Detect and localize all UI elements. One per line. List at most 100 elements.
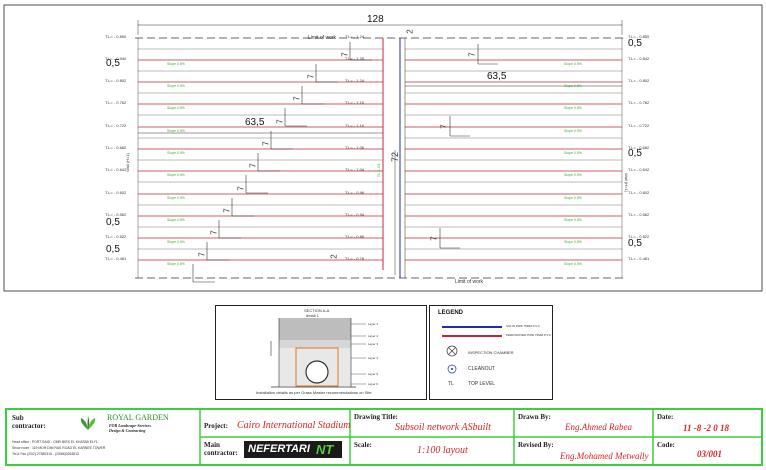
pipe-length-left: 7 (292, 96, 302, 101)
drawing-title-label: Drawing Title: (354, 413, 398, 421)
slope-label-left: Slope 0.5% (167, 196, 185, 200)
section-drawing (270, 318, 366, 388)
level-left: T.L= - 0.762 (105, 100, 127, 105)
level-right: T.L= - 0.602 (628, 190, 650, 195)
half-value-left: 0,5 (106, 217, 120, 228)
slope-label-right: Slope 0.5% (564, 262, 582, 266)
legend-line-perforated (442, 335, 502, 337)
level-left: T.L= - 0.802 (105, 78, 127, 83)
nefertari-logo-mark: NT (316, 442, 334, 457)
level-center: T.L= - 0.96 (345, 190, 365, 195)
level-right: T.L= - 0.850 (628, 34, 650, 39)
title-block-grid (199, 410, 761, 464)
level-left: T.L= - 0.642 (105, 167, 127, 172)
slope-label-right: Slope 0.5% (564, 173, 582, 177)
level-right: T.L= - 0.842 (628, 56, 650, 61)
level-right: T.L= - 0.481 (628, 256, 650, 261)
level-left: T.L= - 0.850 (105, 34, 127, 39)
address-line-1: Head office : PORT SAID - OMR BIRS EL KH… (12, 440, 98, 444)
title-block: Sub contractor: ROYAL GARDEN FOR Landsca… (5, 408, 763, 466)
level-left: T.L= - 0.722 (105, 123, 127, 128)
project-value: Cairo International Stadium (237, 420, 351, 431)
cleanout-icon (447, 364, 457, 374)
legend-perf-text: PERFORATED PIPE 75MM P.V.C (506, 333, 552, 337)
half-value-right: 0,5 (628, 238, 642, 249)
level-right: T.L= - 0.522 (628, 234, 650, 239)
plan-drawing (3, 4, 763, 292)
pipe-length-left: 7 (340, 52, 350, 57)
level-center: T.L= - 0.86 (345, 234, 365, 239)
pipe-length-right: 7 (429, 236, 439, 241)
level-left: T.L= - 0.682 (105, 145, 127, 150)
sub-contractor-label: Sub contractor: (12, 414, 46, 430)
scale-value: 1:100 layout (417, 445, 468, 456)
legend-line-solid (442, 326, 502, 328)
level-left: T.L= - 0.562 (105, 212, 127, 217)
half-value-right: 0,5 (628, 38, 642, 49)
pipe-length-left: 7 (236, 186, 246, 191)
layer-label: Layer 6 (368, 382, 379, 386)
pipe-length-left: 7 (222, 208, 232, 213)
pipe-length-left: 7 (209, 230, 219, 235)
slope-label-right: Slope 0.5% (564, 240, 582, 244)
pipe-length-left: 7 (306, 74, 316, 79)
legend-cleanout-text: CLEANOUT (468, 366, 496, 372)
half-value-left: 0,5 (106, 244, 120, 255)
address-line-3: Tel & Fax (2/02) 27580316 - (2/066)32638… (12, 452, 79, 456)
limit-of-work-top: Limit of work (308, 35, 337, 41)
level-center: T.L= - 1.16 (345, 100, 365, 105)
slope-label-left: Slope 0.5% (167, 262, 185, 266)
drawn-by-label: Drawn By: (518, 413, 551, 421)
half-value-left: 0,5 (106, 58, 120, 69)
level-right: T.L= - 0.762 (628, 100, 650, 105)
slope-label-left: Slope 0.5% (167, 62, 185, 66)
level-right: T.L= - 0.682 (628, 145, 650, 150)
center-top-small: 2 (405, 29, 415, 34)
total-width-dim: 128 (367, 14, 384, 25)
slope-label-right: Slope 0.5% (564, 129, 582, 133)
slope-label-right: Slope 0.5% (564, 106, 582, 110)
center-vert-text: TL 1.24 (376, 163, 382, 178)
pipe-length-right: 7 (467, 52, 477, 57)
section-sub: detail 1 (306, 313, 319, 318)
legend-tl-text: TOP LEVEL (468, 381, 496, 387)
layer-label: Layer 3 (368, 342, 379, 346)
slope-label-right: Slope 0.5% (564, 62, 582, 66)
project-label: Project: (204, 422, 228, 430)
date-label: Date: (657, 413, 674, 421)
company-name: ROYAL GARDEN (107, 413, 169, 422)
scale-label: Scale: (354, 441, 372, 449)
level-center: T.L= - 0.94 (345, 212, 365, 217)
revised-by-label: Revised By: (518, 441, 554, 449)
section-detail: SECTION A-A detail 1 Installation detail… (215, 305, 427, 400)
slope-label-left: Slope 0.5% (167, 218, 185, 222)
slope-label-left: Slope 0.5% (167, 106, 185, 110)
legend-inspection-text: INSPECTION CHAMBER (468, 350, 514, 355)
level-left: T.L= - 0.522 (105, 234, 127, 239)
level-center: T.L= - 1.28 (345, 56, 365, 61)
legend: LEGEND SOLID PIPE 75MM P.V.C PERFORATED … (429, 305, 553, 400)
center-pipe-72: 72 (390, 151, 401, 163)
company-sub2: Design & Contracting (109, 428, 146, 433)
code-value: 03/001 (697, 449, 723, 459)
level-center: T.L= - 1.16 (345, 123, 365, 128)
slope-label-right: Slope 0.5% (564, 196, 582, 200)
pipe-length-left: 7 (248, 163, 258, 168)
limit-of-work-bottom: Limit of work (455, 279, 484, 285)
half-value-right: 0,5 (628, 148, 642, 159)
section-caption: Installation details as per Grass Master… (256, 390, 372, 395)
layer-label: Layer 4 (368, 356, 379, 360)
level-right: T.L= - 0.802 (628, 78, 650, 83)
company-sub1: FOR Landscape-Services (109, 423, 151, 428)
pipe-length-left: 7 (197, 252, 207, 257)
layer-label: Layer 2 (368, 334, 379, 338)
slope-label-left: Slope 0.5% (167, 173, 185, 177)
slope-label-left: Slope 0.5% (167, 240, 185, 244)
level-center: T.L= - 1.04 (345, 167, 365, 172)
drawn-by-value: Eng.Ahmed Rabea (565, 422, 632, 432)
section-title: SECTION A-A (304, 308, 330, 313)
legend-solid-text: SOLID PIPE 75MM P.V.C (506, 324, 540, 328)
nefertari-logo: NEFERTARI NT (244, 441, 342, 458)
level-center: T.L= - 1.24 (345, 34, 365, 39)
level-left: T.L= - 0.481 (105, 256, 127, 261)
